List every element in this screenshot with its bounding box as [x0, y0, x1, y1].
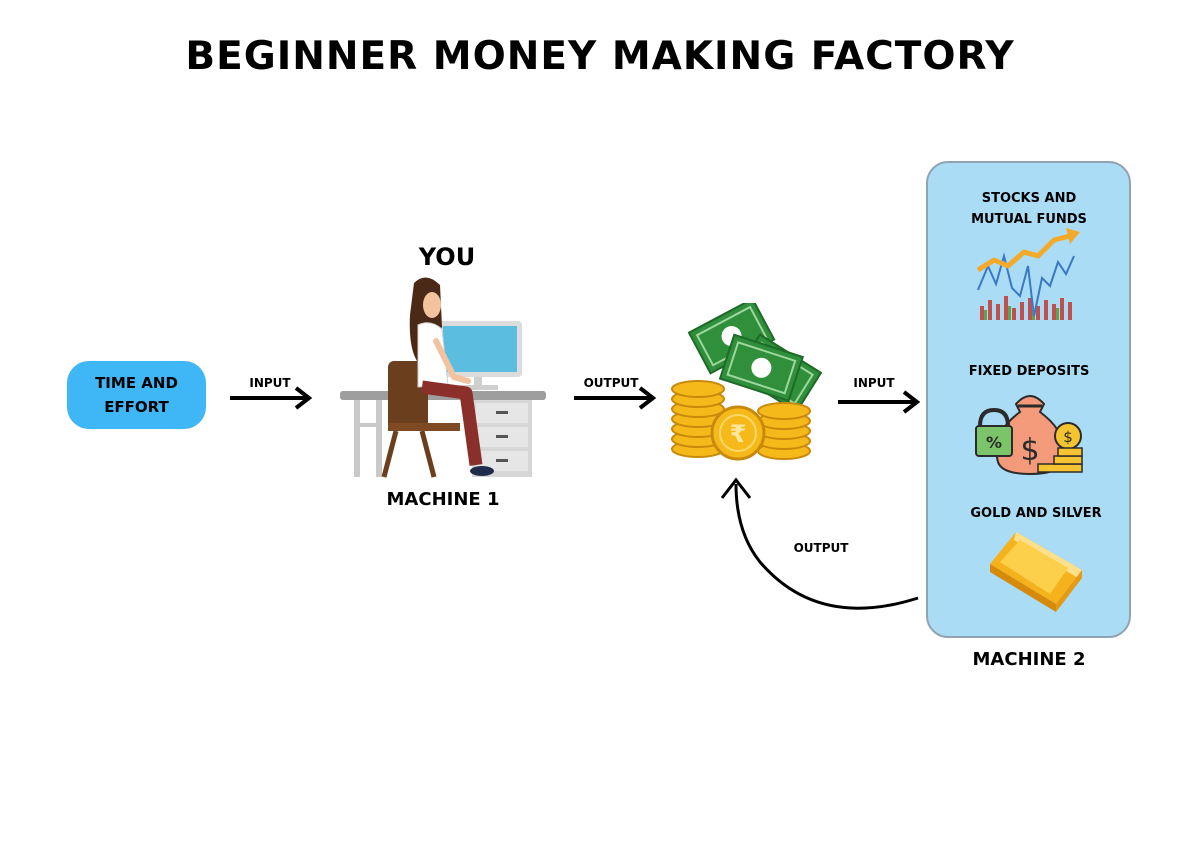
svg-text:₹: ₹: [730, 420, 747, 448]
input-arrow-1: [230, 386, 313, 410]
time-and-effort-line2: EFFORT: [104, 398, 169, 416]
input-label-1: INPUT: [249, 376, 291, 390]
person-at-desk-illustration: [340, 277, 546, 478]
input-label-2: INPUT: [853, 376, 895, 390]
output-label-2: OUTPUT: [793, 541, 849, 555]
output-arrow-1: [574, 386, 657, 410]
money-bag-lock-icon: $ % $: [975, 395, 1083, 476]
output-label-1: OUTPUT: [583, 376, 639, 390]
stock-chart-icon: [976, 228, 1080, 320]
machine-1-label: MACHINE 1: [386, 489, 500, 510]
svg-text:%: %: [986, 433, 1002, 452]
diagram-title: BEGINNER MONEY MAKING FACTORY: [185, 34, 1015, 79]
input-arrow-2: [838, 390, 921, 414]
machine-2-label: MACHINE 2: [972, 649, 1086, 670]
stocks-mutual-funds-label: STOCKS AND MUTUAL FUNDS: [971, 191, 1087, 227]
time-and-effort-line1: TIME AND: [95, 374, 178, 392]
gold-bar-icon: [990, 532, 1082, 612]
fixed-deposits-label: FIXED DEPOSITS: [968, 364, 1090, 379]
svg-text:$: $: [1063, 428, 1073, 446]
money-pile-illustration: ₹: [671, 303, 823, 461]
you-label: YOU: [418, 243, 476, 271]
output-curved-arrow: [720, 477, 919, 610]
svg-text:$: $: [1020, 433, 1039, 468]
time-and-effort-node: TIME AND EFFORT: [67, 361, 206, 429]
gold-silver-label: GOLD AND SILVER: [970, 506, 1102, 521]
